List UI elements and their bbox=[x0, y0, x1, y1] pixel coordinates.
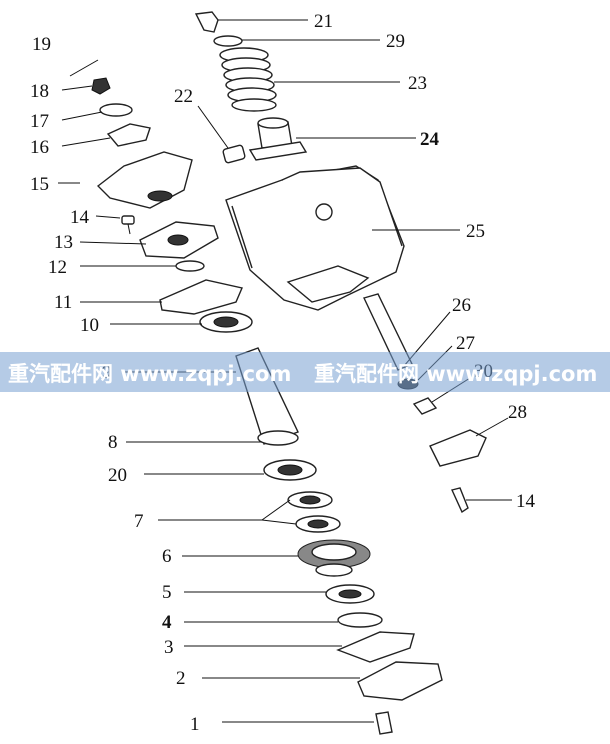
label-12: 12 bbox=[48, 257, 67, 278]
label-3: 3 bbox=[164, 637, 174, 658]
part-21-clip bbox=[194, 11, 219, 33]
part-16-plate bbox=[106, 123, 151, 147]
label-14-lower: 14 bbox=[516, 491, 536, 512]
part-5-bearing bbox=[325, 584, 375, 604]
label-26: 26 bbox=[452, 295, 471, 316]
part-2-cover bbox=[357, 661, 443, 701]
part-17-washer bbox=[99, 103, 133, 117]
label-29: 29 bbox=[386, 31, 405, 52]
part-19-pin bbox=[69, 59, 99, 77]
label-28: 28 bbox=[508, 402, 527, 423]
watermark-band bbox=[0, 352, 610, 392]
part-11-gasket bbox=[159, 279, 243, 315]
part-15-cover bbox=[96, 151, 193, 209]
part-24-sleeve bbox=[248, 117, 308, 161]
label-2: 2 bbox=[176, 668, 186, 689]
part-12-ring bbox=[175, 260, 205, 272]
label-27: 27 bbox=[456, 333, 475, 354]
label-24: 24 bbox=[420, 129, 440, 150]
label-14-upper: 14 bbox=[70, 207, 90, 228]
label-1: 1 bbox=[190, 714, 200, 735]
label-4: 4 bbox=[162, 612, 172, 633]
label-10: 10 bbox=[80, 315, 99, 336]
part-20-bearing bbox=[263, 459, 317, 481]
label-16: 16 bbox=[30, 137, 49, 158]
label-5: 5 bbox=[162, 582, 172, 603]
part-3-gasket bbox=[336, 631, 415, 663]
part-14-bolt-lower bbox=[451, 487, 469, 514]
part-13-hole bbox=[167, 234, 189, 246]
part-23-spring bbox=[219, 47, 277, 112]
part-14-bolt-upper bbox=[121, 215, 135, 235]
label-21: 21 bbox=[314, 11, 333, 32]
label-6: 6 bbox=[162, 546, 172, 567]
label-11: 11 bbox=[54, 292, 72, 313]
leader-lines bbox=[58, 19, 512, 723]
label-13: 13 bbox=[54, 232, 73, 253]
label-19: 19 bbox=[32, 34, 51, 55]
part-15-hole bbox=[147, 190, 173, 202]
label-15: 15 bbox=[30, 174, 49, 195]
label-18: 18 bbox=[30, 81, 49, 102]
label-22: 22 bbox=[174, 86, 193, 107]
part-18-nut bbox=[91, 77, 111, 95]
part-1-bolt bbox=[375, 711, 393, 735]
part-4-ring bbox=[337, 612, 383, 628]
part-10-bearing bbox=[199, 311, 253, 333]
label-7: 7 bbox=[134, 511, 144, 532]
label-23: 23 bbox=[408, 73, 427, 94]
watermark-right: 重汽配件网 www.zqpj.com bbox=[314, 362, 598, 386]
label-17: 17 bbox=[30, 111, 49, 132]
part-7-bearings bbox=[287, 491, 341, 533]
label-20: 20 bbox=[108, 465, 127, 486]
part-28-cap bbox=[429, 429, 487, 467]
part-22-bushing bbox=[222, 144, 246, 164]
part-29-washer bbox=[213, 35, 243, 47]
label-25: 25 bbox=[466, 221, 485, 242]
part-30-piece bbox=[412, 397, 438, 415]
part-25-housing bbox=[225, 165, 405, 311]
part-shapes bbox=[69, 11, 487, 735]
label-8: 8 bbox=[108, 432, 118, 453]
part-6-gear bbox=[297, 539, 371, 577]
watermark-left: 重汽配件网 www.zqpj.com bbox=[8, 362, 292, 386]
